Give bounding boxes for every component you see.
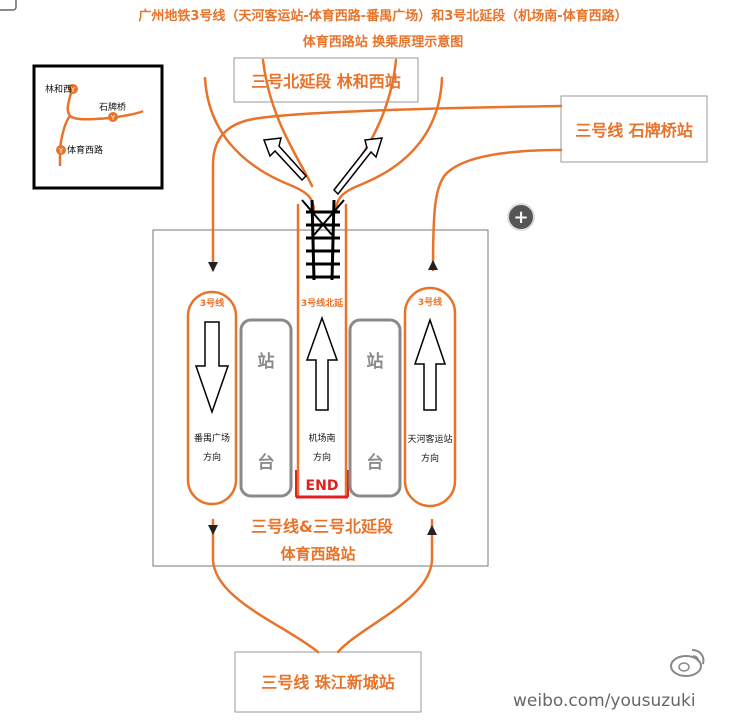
up-arrow-icon [305, 315, 339, 411]
station-name-line1: 三号线&三号北延段 [251, 517, 394, 536]
left-track-direction-suffix: 方向 [203, 451, 221, 463]
diagonal-arrow-out-icon [332, 137, 384, 196]
weibo-watermark: weibo.com/yousuzuki [513, 649, 705, 711]
up-arrow-icon [427, 525, 437, 535]
shipaiqiao-station-box: 三号线 石牌桥站 [560, 95, 708, 163]
zhujiangxincheng-station-box: 三号线 珠江新城站 [234, 651, 422, 713]
left-track-line-label: 3号线 [200, 297, 224, 309]
right-track-direction: 天河客运站 [407, 433, 452, 445]
middle-track-line-label: 3号线北延 [301, 297, 344, 309]
platform-right: 站 台 [348, 318, 402, 498]
up-arrow-icon [428, 260, 438, 270]
svg-text:台: 台 [367, 452, 384, 473]
weibo-logo-icon [670, 649, 705, 677]
diagram-title: 广州地铁3号线（天河客运站-体育西路-番禺广场）和3号北延段（机场南-体育西路） [138, 8, 627, 24]
left-track-direction: 番禺广场 [194, 432, 230, 444]
right-track: 3号线 天河客运站 方向 [403, 286, 457, 508]
watermark-text: weibo.com/yousuzuki [513, 691, 696, 711]
svg-text:Y: Y [58, 147, 64, 155]
right-track-direction-suffix: 方向 [421, 452, 439, 464]
middle-track-direction: 机场南 [308, 432, 335, 444]
up-arrow-icon [413, 317, 447, 411]
zhujiangxincheng-station-label: 三号线 珠江新城站 [261, 673, 395, 692]
shipaiqiao-station-label: 三号线 石牌桥站 [575, 121, 693, 140]
route-arrows [208, 260, 438, 535]
diagonal-arrows [262, 137, 384, 196]
diagonal-arrow-in-icon [262, 137, 308, 182]
svg-text:站: 站 [367, 351, 384, 372]
end-label: END [306, 478, 339, 494]
svg-text:Y: Y [110, 114, 116, 122]
right-track-line-label: 3号线 [418, 296, 442, 308]
down-arrow-icon [194, 321, 230, 415]
station-name-line2: 体育西路站 [280, 545, 355, 563]
svg-text:站: 站 [258, 351, 275, 372]
rail-track [301, 199, 345, 281]
diagram-subtitle: 体育西路站 换乘原理示意图 [303, 34, 464, 50]
inset-label-tiyuxilu: 体育西路 [67, 144, 103, 156]
metro-marker-icon: Y [56, 145, 66, 155]
plus-icon: + [513, 207, 528, 228]
inset-map: Y Y Y 林和西 石牌桥 体育西路 [32, 64, 164, 190]
inset-label-shipaiqiao: 石牌桥 [99, 101, 126, 113]
svg-text:Y: Y [70, 86, 76, 94]
inset-label-linhexi: 林和西 [45, 83, 72, 95]
linhexi-station-label: 三号北延段 林和西站 [251, 72, 401, 91]
middle-track: 3号线北延 机场南 方向 END [295, 297, 349, 499]
metro-marker-icon: Y [68, 84, 78, 94]
middle-track-direction-suffix: 方向 [313, 451, 331, 463]
metro-marker-icon: Y [108, 112, 118, 122]
down-arrow-icon [208, 262, 218, 272]
station-outline [152, 229, 489, 567]
zoom-in-button[interactable]: + [507, 203, 535, 231]
platform-left: 站 台 [239, 318, 293, 498]
down-arrow-icon [208, 525, 218, 535]
svg-text:台: 台 [258, 452, 275, 473]
left-track: 3号线 番禺广场 方向 [186, 290, 238, 506]
corner-remnant-icon [0, 0, 17, 11]
